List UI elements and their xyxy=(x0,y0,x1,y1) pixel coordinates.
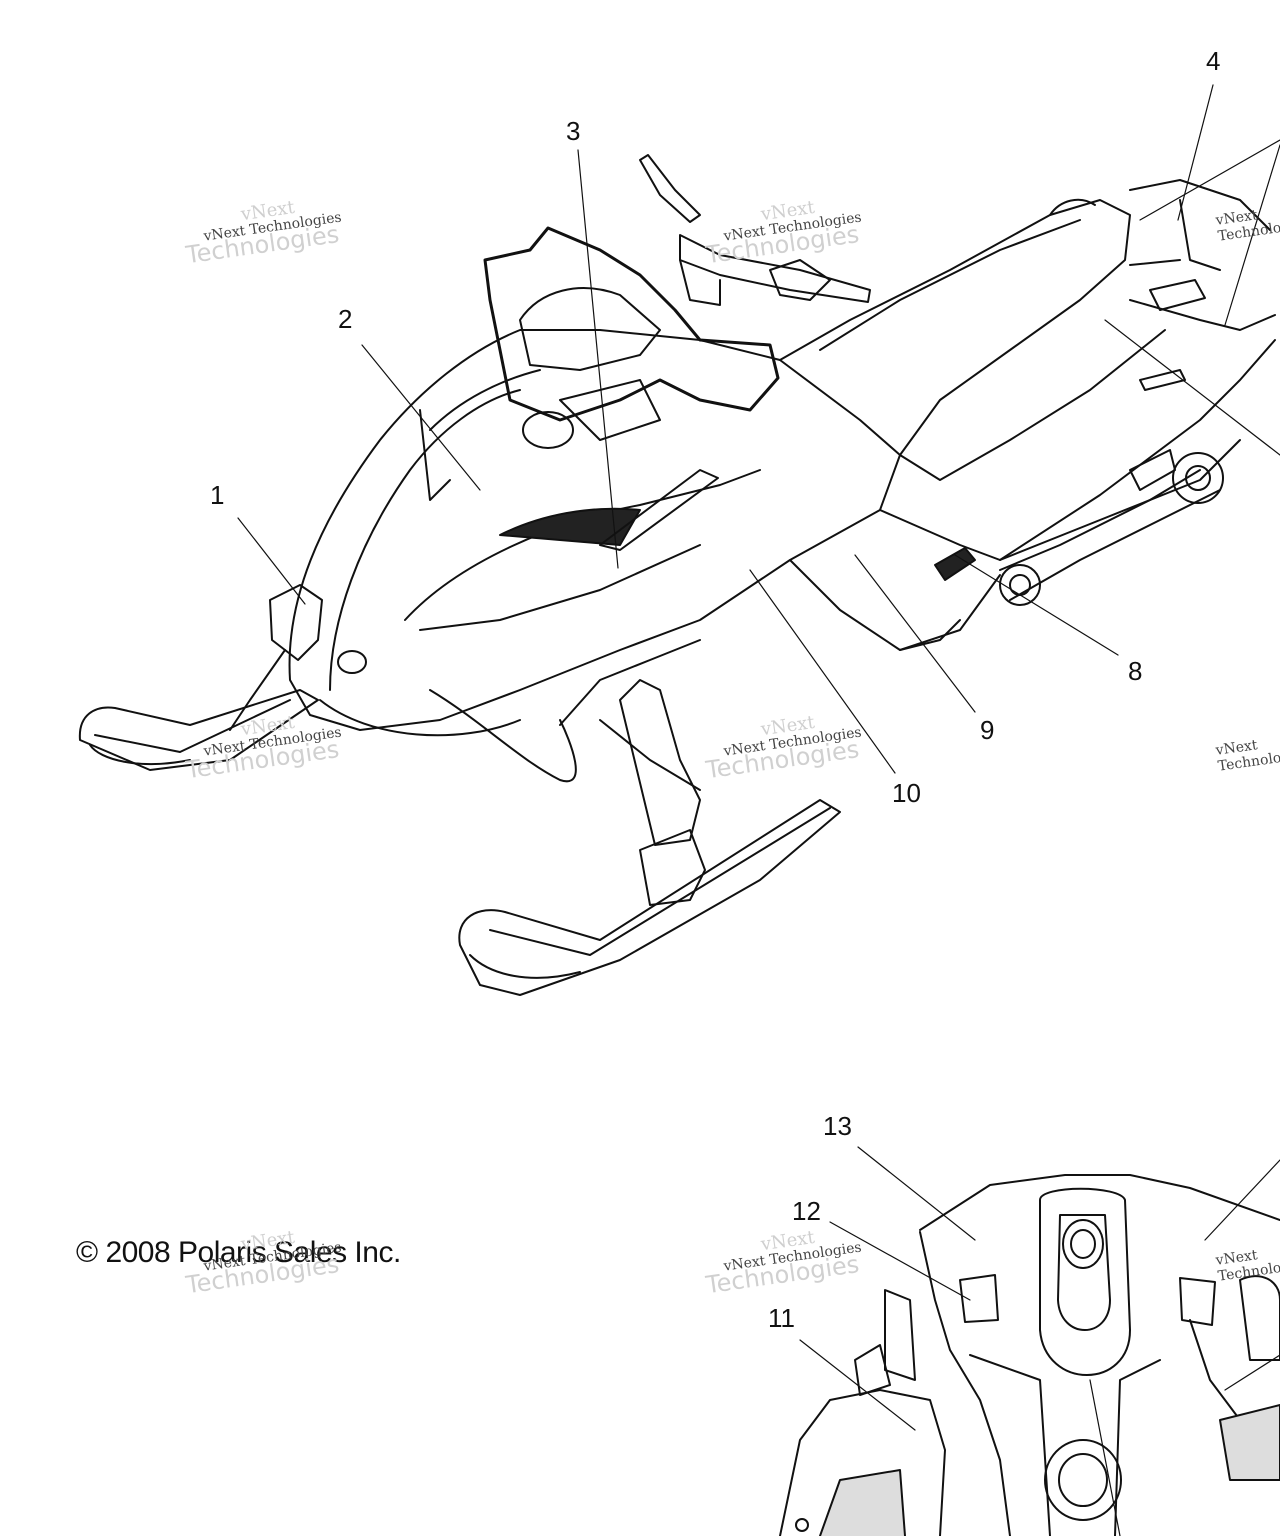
callout-11: 11 xyxy=(768,1303,795,1333)
hood xyxy=(288,329,901,783)
left-ski xyxy=(78,584,323,771)
callout-1: 1 xyxy=(210,480,225,510)
callout-8: 8 xyxy=(1128,656,1143,686)
callout-3: 3 xyxy=(566,116,581,146)
callout-13: 13 xyxy=(823,1111,852,1141)
seat xyxy=(779,198,1166,481)
callout-12: 12 xyxy=(792,1196,821,1226)
handlebar xyxy=(639,154,871,306)
callout-2: 2 xyxy=(338,304,353,334)
copyright-notice: © 2008 Polaris Sales Inc. xyxy=(76,1236,401,1269)
callout-9: 9 xyxy=(980,715,995,745)
front-view-illustration xyxy=(779,1174,1280,1536)
right-ski xyxy=(458,679,841,996)
callout-10: 10 xyxy=(892,778,921,808)
tunnel xyxy=(789,179,1276,651)
callout-4: 4 xyxy=(1206,46,1221,76)
rear-suspension xyxy=(899,449,1224,651)
leader-lines xyxy=(237,84,1280,1536)
snowmobile-illustration xyxy=(78,154,1276,996)
windshield xyxy=(483,226,780,449)
